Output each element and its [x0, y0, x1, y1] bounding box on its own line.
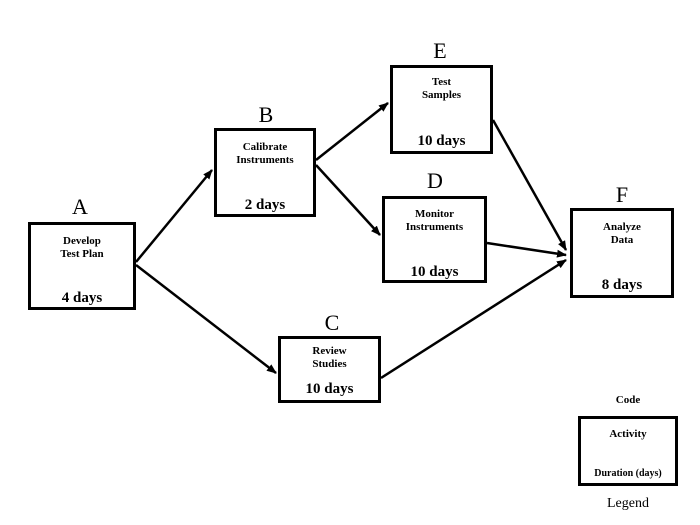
node-c-activity: Review Studies — [312, 345, 347, 370]
node-d-code: D — [427, 168, 443, 193]
node-f-activity: Analyze Data — [603, 221, 641, 246]
arrow-b-to-d — [315, 164, 381, 236]
node-e-duration: 10 days — [417, 133, 466, 149]
node-a-box: Develop Test Plan 4 days — [28, 222, 136, 310]
node-d-box: Monitor Instruments 10 days — [382, 196, 487, 283]
node-c-code: C — [324, 310, 340, 335]
node-a-duration: 4 days — [61, 290, 103, 306]
legend-box: Activity Duration (days) — [578, 416, 678, 486]
node-c-duration: 10 days — [305, 381, 354, 397]
arrow-e-to-f — [491, 119, 568, 251]
arrow-d-to-f — [486, 241, 567, 258]
node-f-duration: 8 days — [601, 277, 643, 293]
node-f-box: Analyze Data 8 days — [570, 208, 674, 298]
node-e-box: Test Samples 10 days — [390, 65, 493, 154]
legend-activity-label: Activity — [609, 428, 647, 440]
legend-code-label: Code — [615, 394, 641, 406]
node-b-code: B — [258, 102, 274, 127]
node-b-box: Calibrate Instruments 2 days — [214, 128, 316, 217]
dependency-arrows — [135, 102, 568, 380]
legend-duration-label: Duration (days) — [594, 468, 662, 479]
node-e-code: E — [433, 38, 447, 63]
arrow-b-to-e — [315, 102, 389, 161]
node-b-duration: 2 days — [244, 197, 286, 213]
node-c-box: Review Studies 10 days — [278, 336, 381, 403]
arrow-c-to-f — [380, 258, 567, 380]
node-f-code: F — [615, 182, 629, 207]
arrow-a-to-b — [135, 169, 213, 263]
node-d-duration: 10 days — [410, 264, 459, 280]
node-b-activity: Calibrate Instruments — [236, 141, 294, 166]
node-a-activity: Develop Test Plan — [60, 235, 104, 260]
arrow-a-to-c — [135, 264, 277, 374]
node-a-code: A — [72, 194, 88, 219]
legend-caption: Legend — [607, 496, 649, 511]
node-e-activity: Test Samples — [421, 76, 462, 101]
node-d-activity: Monitor Instruments — [405, 208, 464, 233]
